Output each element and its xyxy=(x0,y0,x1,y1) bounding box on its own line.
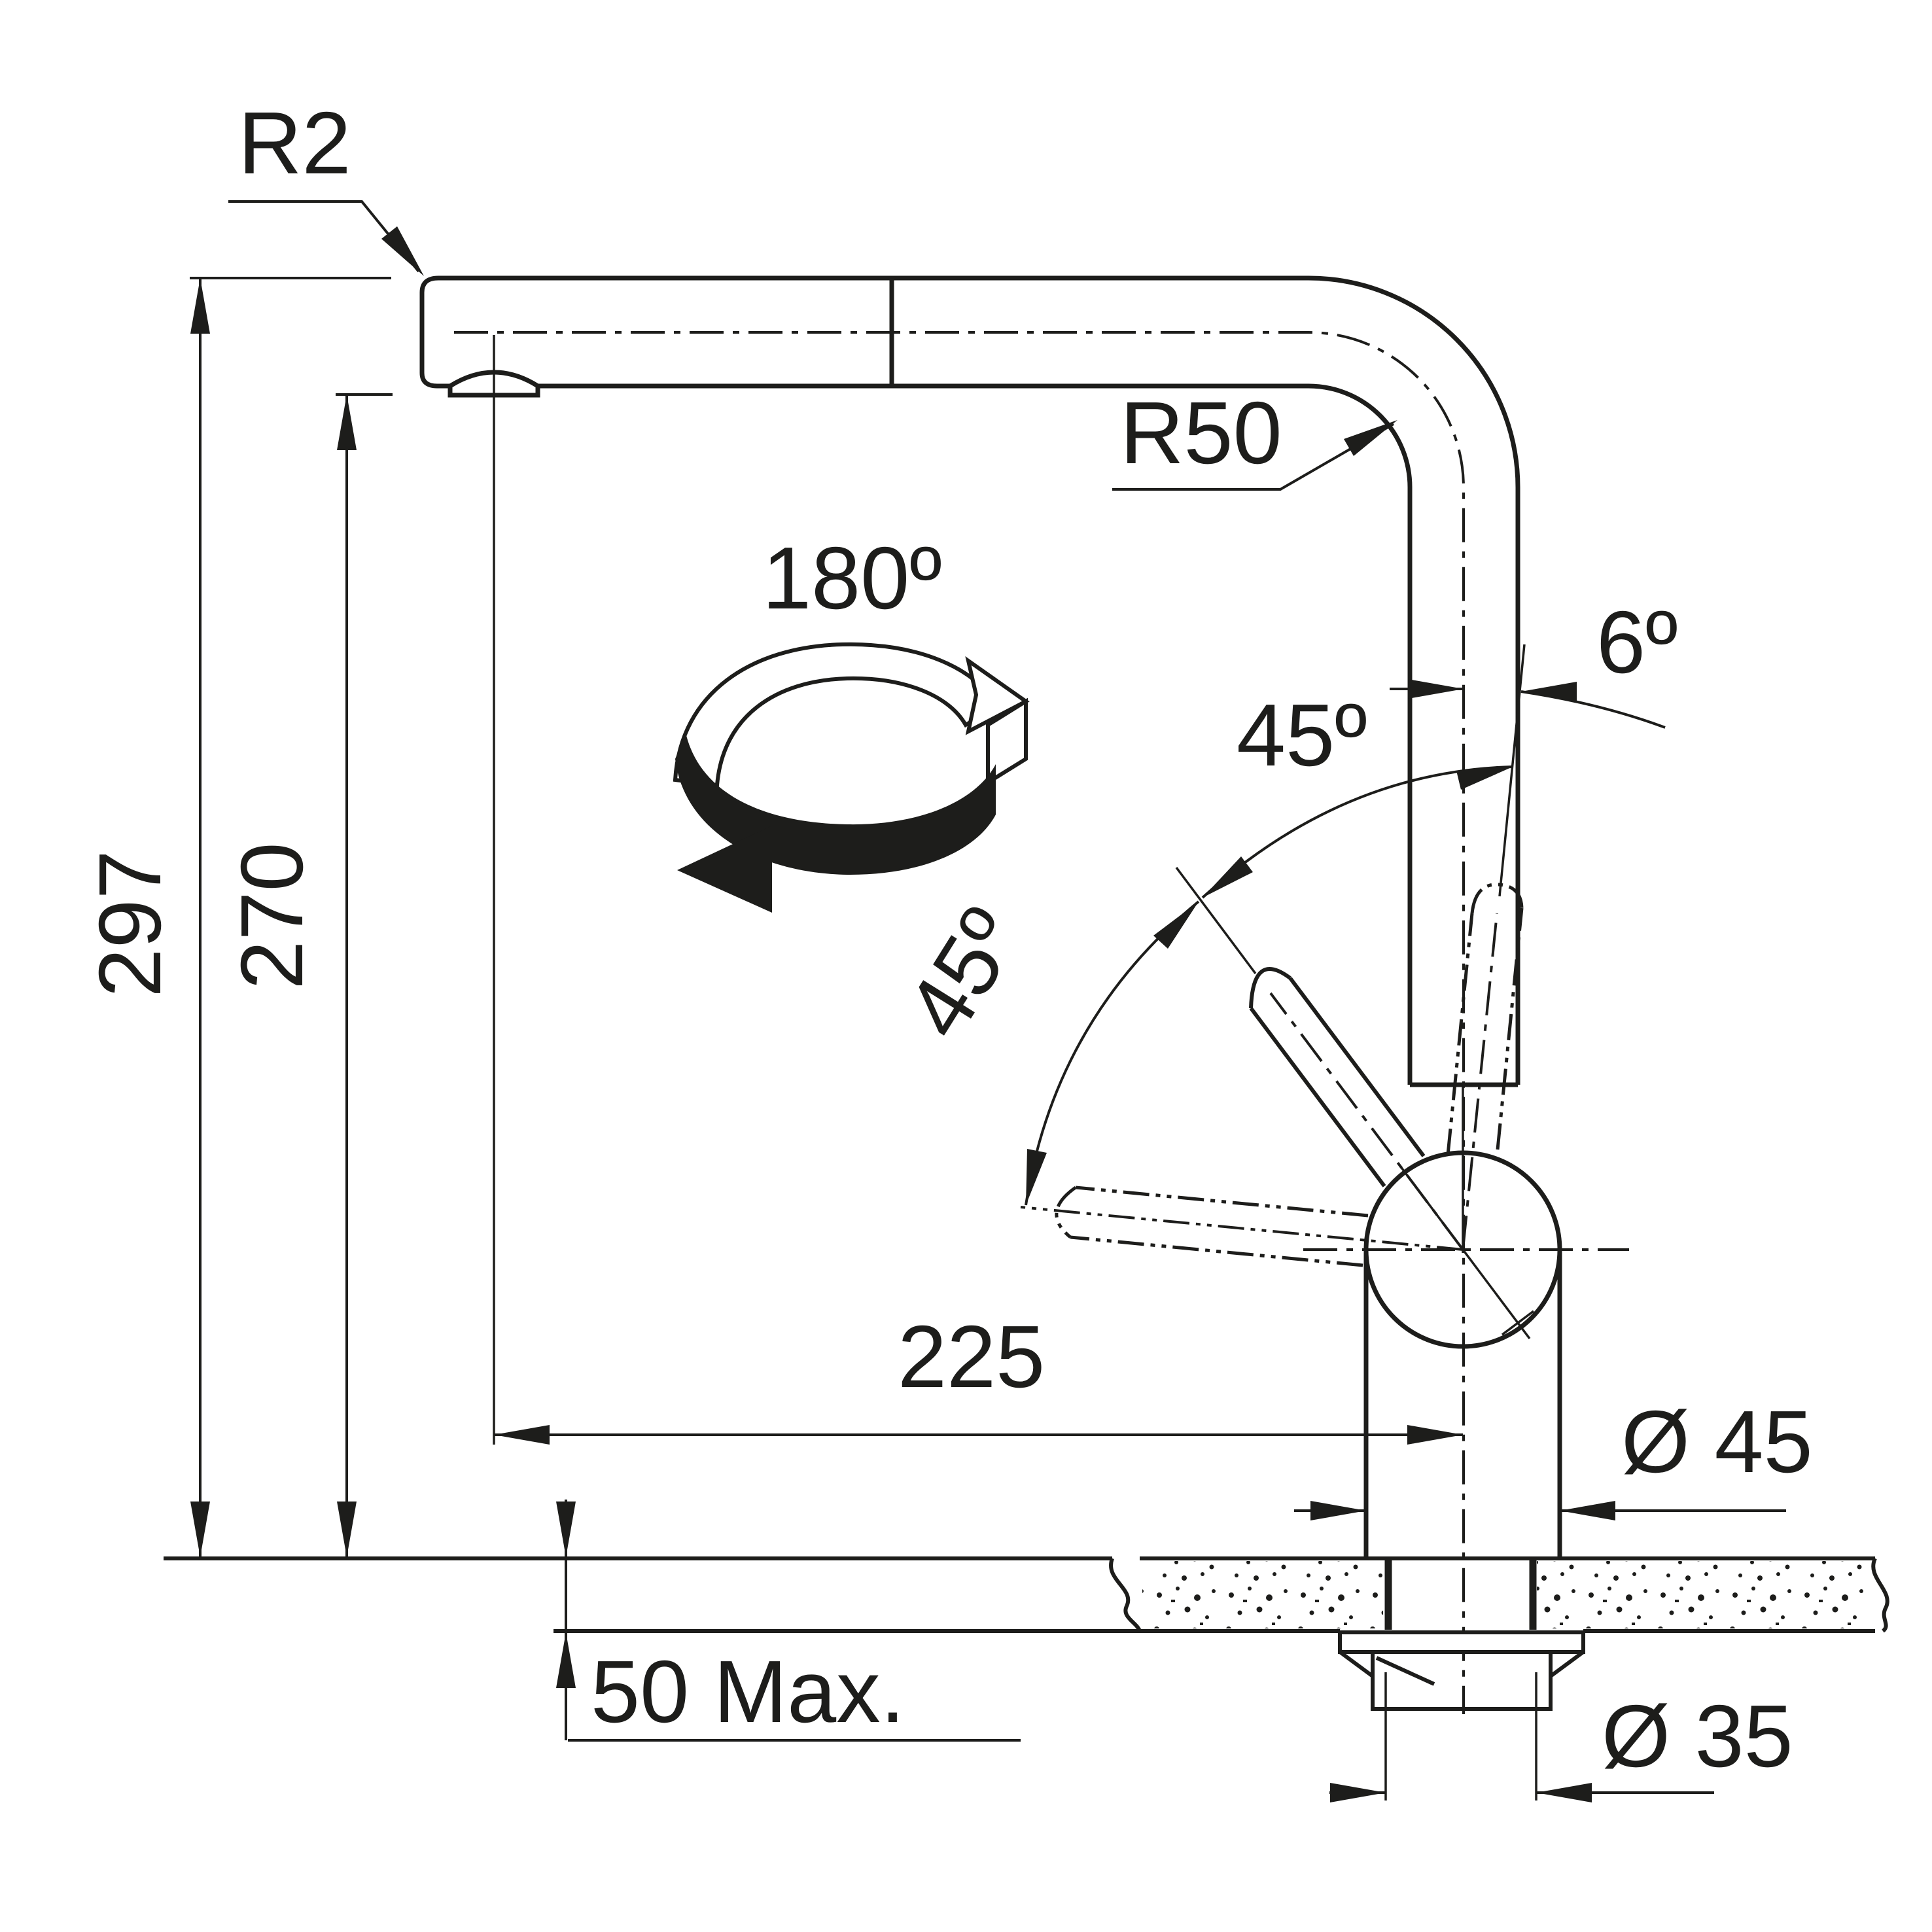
center-lines xyxy=(454,331,1629,1714)
leader-r2: R2 xyxy=(228,94,424,276)
dim-225-arrow-right xyxy=(1407,1425,1463,1445)
dim-45deg-lower: 45º xyxy=(887,892,1200,1206)
lever-upright-axis xyxy=(1462,913,1498,1250)
dim-dia45: Ø 45 xyxy=(1294,1392,1813,1520)
deck-stipple-left xyxy=(1142,1561,1383,1628)
dim-dia35-label: Ø 35 xyxy=(1602,1687,1793,1785)
leader-r2-label: R2 xyxy=(238,94,351,192)
dim-225-label: 225 xyxy=(898,1307,1045,1406)
dim-dia45-arrow-left xyxy=(1310,1501,1366,1520)
dim-45deg-upper-arrow-left xyxy=(1203,856,1253,898)
dim-6deg-arrow-left xyxy=(1408,679,1464,699)
dim-dia35-arrow-right xyxy=(1536,1783,1592,1802)
dim-50max-arrow-down xyxy=(556,1502,576,1557)
dim-297-arrow-bottom xyxy=(190,1502,210,1557)
dim-270: 270 xyxy=(222,393,393,1557)
spout-inner-edge xyxy=(538,383,1413,1085)
lever-horizontal-axis xyxy=(1020,1206,1464,1251)
dim-270-arrow-bottom xyxy=(337,1502,357,1557)
dim-297-label: 297 xyxy=(80,850,179,997)
dim-45deg-lower-arrow-top xyxy=(1153,902,1199,949)
rotation-180-label: 180º xyxy=(762,529,942,627)
lever-45-upper-edge xyxy=(1288,977,1426,1157)
dim-45deg-upper-label: 45º xyxy=(1237,686,1367,784)
leader-r50-label: R50 xyxy=(1120,383,1282,482)
dim-50max-arrow-up xyxy=(556,1632,576,1688)
dim-dia45-arrow-right xyxy=(1560,1501,1615,1520)
dim-50max-label: 50 Max. xyxy=(591,1642,905,1741)
washer-chamfer-left xyxy=(1339,1650,1374,1678)
lever-upright-axis-extension xyxy=(1498,644,1526,897)
dim-6deg-tail-right xyxy=(1520,690,1666,729)
rotation-return-arrowhead xyxy=(677,826,772,913)
rotation-arrow-outline xyxy=(965,656,1030,735)
mounting-hardware xyxy=(1338,1630,1585,1800)
deck-break-line xyxy=(1109,1557,1142,1632)
lever-45-axis-through-ball xyxy=(1399,1165,1531,1340)
spout-outer-edge xyxy=(419,275,1520,1085)
lever-45-axis xyxy=(1269,992,1464,1251)
dim-45deg-lower-arrow-bottom xyxy=(1026,1149,1047,1205)
lever-horizontal xyxy=(1020,1186,1464,1267)
dim-45deg-lower-arc xyxy=(1025,900,1200,1206)
countertop xyxy=(164,1556,1889,1633)
dim-45deg-lower-label: 45º xyxy=(887,892,1040,1055)
dim-297: 297 xyxy=(80,277,391,1557)
lever-45-lower-edge xyxy=(1249,1007,1386,1187)
dim-270-arrow-top xyxy=(337,395,357,450)
dim-225: 225 xyxy=(493,335,1463,1445)
dim-50max: 50 Max. xyxy=(556,1500,1021,1742)
dim-225-arrow-left xyxy=(494,1425,550,1445)
lever-horizontal-top-edge xyxy=(1075,1186,1369,1218)
dim-297-arrow-top xyxy=(190,278,210,334)
dim-45deg-upper: 45º xyxy=(1201,686,1513,899)
deck-stipple-right xyxy=(1537,1561,1872,1628)
dim-45deg-upper-arrow-right xyxy=(1456,767,1513,790)
lever-upright-cap xyxy=(1470,883,1524,914)
lever-45deg xyxy=(1175,866,1535,1340)
lever-45-cap xyxy=(1249,967,1291,1009)
nut-thread-mark xyxy=(1375,1656,1435,1686)
dim-6deg-arrow-right xyxy=(1521,682,1577,701)
leader-r2-arrowhead xyxy=(381,226,424,276)
lever-45-axis-tick xyxy=(1501,1310,1535,1336)
dim-6deg: 6º xyxy=(1390,593,1677,729)
lever-upright-left-edge xyxy=(1446,913,1474,1155)
deck-right-edge xyxy=(1871,1557,1889,1633)
dim-270-label: 270 xyxy=(222,842,321,989)
mounting-washer xyxy=(1338,1630,1585,1654)
leader-r50: R50 xyxy=(1112,383,1397,491)
lever-upright-right-edge xyxy=(1496,907,1524,1150)
rotation-symbol xyxy=(673,642,1030,913)
dim-dia35: Ø 35 xyxy=(1329,1687,1793,1802)
leader-r50-arrowhead xyxy=(1344,420,1397,456)
dim-dia45-label: Ø 45 xyxy=(1621,1392,1813,1491)
lever-45-axis-extension xyxy=(1175,866,1257,975)
lever-upright xyxy=(1446,644,1526,1250)
lever-horizontal-bottom-edge xyxy=(1070,1235,1363,1267)
spout-axis-centerline xyxy=(454,331,1465,1714)
lever-horizontal-cap xyxy=(1055,1186,1077,1238)
washer-chamfer-right xyxy=(1549,1650,1585,1678)
dim-6deg-label: 6º xyxy=(1596,593,1677,692)
mounting-nut xyxy=(1371,1654,1553,1711)
rotation-band-top xyxy=(673,642,1000,788)
spout-left-end xyxy=(419,292,450,389)
dim-dia35-arrow-left xyxy=(1330,1783,1386,1802)
